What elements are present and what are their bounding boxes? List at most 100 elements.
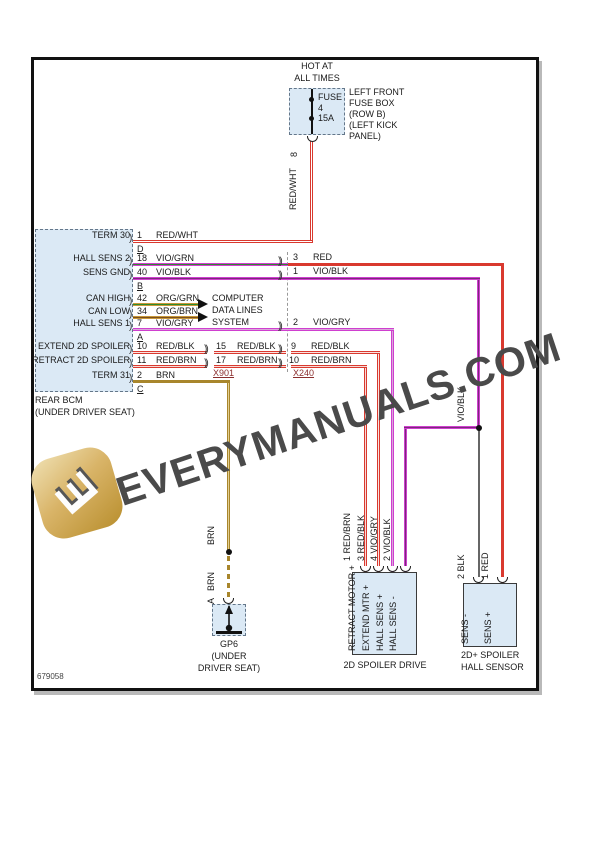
x240-connector-line [287, 252, 288, 372]
x240-pin-number: 3 [293, 252, 299, 262]
wire-blk-vertical [478, 429, 480, 583]
wire-red-brn [214, 365, 286, 368]
computer-data-lines-label: SYSTEM [212, 317, 250, 327]
connector-arc: )) [278, 256, 282, 267]
hall-pin-wire-label: 1 RED [480, 552, 490, 579]
wire-vio-blk-branch-vertical [404, 426, 407, 572]
bcm-pin-number: 42 [137, 293, 148, 303]
wire-red-wht-vertical [310, 140, 313, 243]
drive-pin-wire-label: 2 VIO/BLK [382, 518, 392, 561]
wire-vio-grn [133, 263, 288, 266]
drive-terminal-label: HALL SENS - [388, 596, 398, 651]
wire-red-vertical [501, 263, 504, 583]
fusebox-location-line: PANEL) [349, 131, 381, 141]
wire-label-red-wht: RED/WHT [288, 168, 298, 210]
connector-arc: )) [204, 344, 208, 355]
bcm-pin-label: TERM 30 [91, 230, 130, 240]
wire-vio-blk [288, 277, 480, 280]
bcm-pin-number: 11 [137, 355, 147, 365]
fuse-element [311, 89, 313, 134]
connector-arc: ) [129, 309, 133, 320]
x240-pin-number: 9 [291, 341, 297, 351]
wire-name: BRN [156, 370, 176, 380]
fusebox-location-line: FUSE BOX [349, 98, 395, 108]
bcm-pin-label: HALL SENS 1 [73, 318, 130, 328]
wire-red-blk [133, 351, 207, 354]
hall-sensor-title: 2D+ SPOILER [461, 650, 520, 660]
fuse-rating: 15A [318, 113, 335, 123]
wire-name: VIO/GRY [156, 318, 194, 328]
wire-vio-gry-vertical [391, 328, 394, 572]
wire-red-brn-vertical [364, 365, 367, 572]
x901-pin-number: 17 [216, 355, 227, 365]
wire-name: VIO/GRY [313, 317, 351, 327]
fusebox-location-line: LEFT FRONT [349, 87, 405, 97]
splice-dot [226, 549, 232, 555]
splice-dot [476, 425, 482, 431]
x240-connector-label: X240 [293, 368, 315, 378]
all-times-label: ALL TIMES [294, 73, 340, 83]
bcm-pin-number: 18 [137, 253, 148, 263]
ground-pin-letter: A [206, 597, 216, 604]
wire-brn-vertical [227, 380, 230, 552]
diagram-code: 679058 [37, 672, 64, 681]
hall-terminal-label: SENS + [483, 611, 493, 644]
ground-name: GP6 [219, 639, 238, 649]
x901-pin-number: 15 [216, 341, 227, 351]
bcm-pin-label: CAN LOW [87, 306, 130, 316]
fusebox-location-line: (ROW B) [349, 109, 386, 119]
ground-location-line: (UNDER [211, 651, 247, 661]
connector-arc: ) [129, 373, 133, 384]
fuse-terminal-dot [309, 97, 314, 102]
wire-vio-blk [133, 277, 288, 280]
wire-name: VIO/GRN [156, 253, 195, 263]
fuse-pin-number: 8 [289, 151, 299, 157]
fuse-label: FUSE [318, 92, 343, 102]
connector-arc: ) [129, 270, 133, 281]
hall-terminal-label: SENS - [460, 613, 470, 644]
wire-red-blk-vertical [377, 351, 380, 572]
computer-data-lines-label: COMPUTER [212, 293, 264, 303]
wire-name: RED/WHT [156, 230, 198, 240]
wire-brn-dashed-vertical [227, 556, 230, 600]
wire-name: ORG/BRN [156, 306, 199, 316]
wire-label-brn: BRN [206, 571, 216, 591]
ground-symbol-icon [216, 605, 242, 634]
connector-arc: ) [129, 256, 133, 267]
watermark-logo-letter: E [44, 462, 110, 524]
bcm-pin-number: 7 [137, 318, 143, 328]
x901-connector-label: X901 [213, 368, 235, 378]
can-low-arrow-icon [198, 312, 208, 322]
computer-data-lines-label: DATA LINES [212, 305, 263, 315]
connector-arc: ) [129, 321, 133, 332]
bcm-pin-label: CAN HIGH [85, 293, 130, 303]
bcm-pin-label: TERM 31 [91, 370, 130, 380]
wire-vio-gry [133, 328, 288, 331]
ground-location-line: DRIVER SEAT) [197, 663, 261, 673]
bcm-pin-number: 1 [137, 230, 143, 240]
wire-red-brn [133, 365, 207, 368]
wire-brn [133, 380, 230, 383]
wire-red-blk [214, 351, 286, 354]
wire-red-blk [291, 351, 380, 354]
bcm-pin-number: 2 [137, 370, 143, 380]
bcm-pin-number: 10 [137, 341, 148, 351]
drive-pin-wire-label: 1 RED/BRN [342, 512, 352, 561]
wire-name: VIO/BLK [313, 266, 349, 276]
wire-name: RED [313, 252, 333, 262]
hall-sensor-box [463, 583, 517, 647]
wire-org-brn [133, 316, 199, 319]
bcm-connector-letter: B [137, 281, 144, 291]
fuse-terminal-dot [309, 116, 314, 121]
wire-label-brn: BRN [206, 525, 216, 545]
wire-name: VIO/BLK [156, 267, 192, 277]
wire-org-grn [133, 303, 199, 306]
wire-name: ORG/GRN [156, 293, 200, 303]
bcm-pin-label: RETRACT 2D SPOILER [32, 355, 130, 365]
wire-red-brn [291, 365, 367, 368]
hall-sensor-title: HALL SENSOR [461, 662, 524, 672]
wire-red [288, 263, 504, 266]
drive-terminal-label: HALL SENS + [375, 594, 385, 651]
x240-pin-number: 2 [293, 317, 299, 327]
